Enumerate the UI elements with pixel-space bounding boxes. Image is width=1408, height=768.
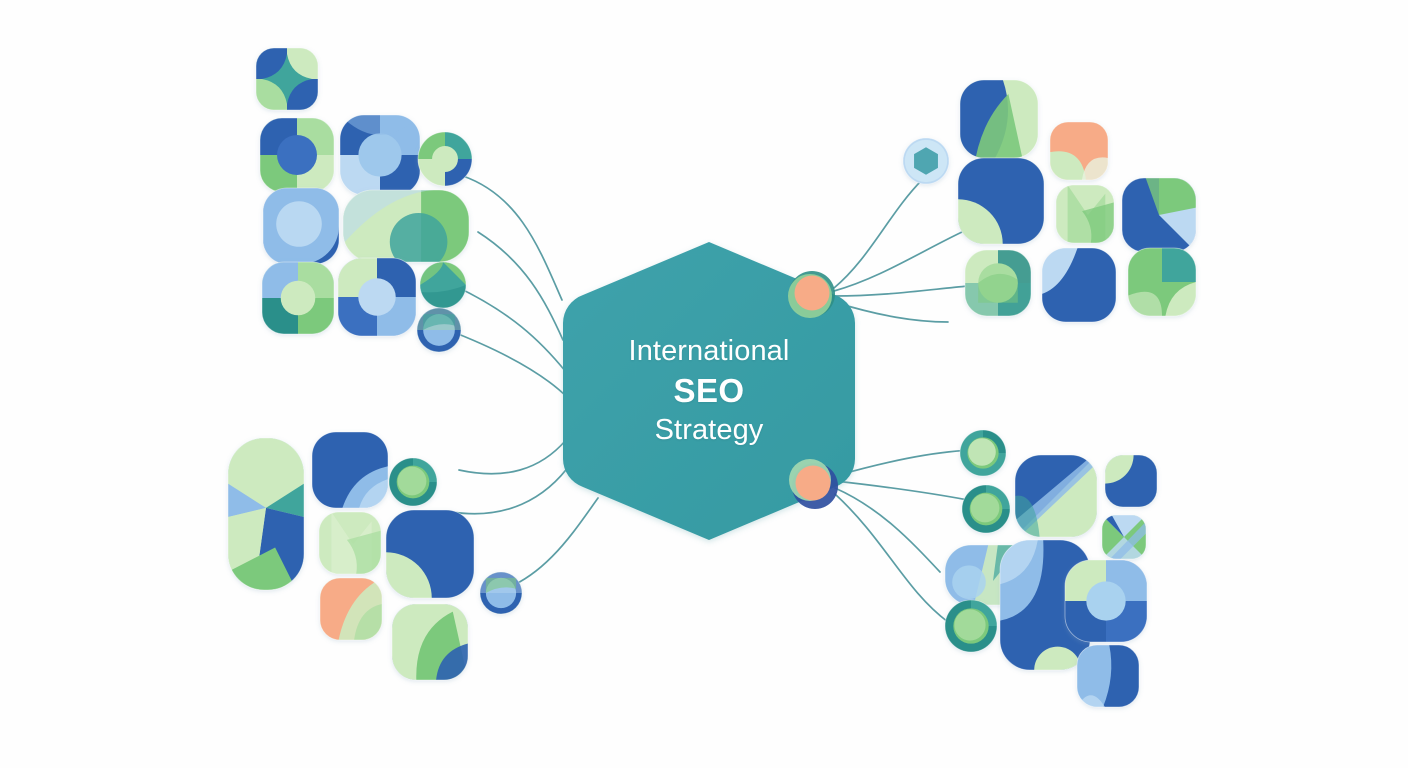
edge-bl-1 [458,439,567,475]
icon-tl-02[interactable] [259,117,335,193]
icon-bl-06-outline [385,509,475,599]
icon-tl-06[interactable] [342,189,470,271]
icon-br-03-outline [1014,454,1098,538]
icon-br-10-outline [1076,644,1140,708]
icon-bl-05[interactable] [388,457,438,507]
icon-tr-01[interactable] [902,137,950,185]
edge-tr-2 [833,231,963,292]
icon-br-10[interactable] [1076,644,1140,708]
icon-tl-01-outline [255,47,319,111]
edge-bl-2 [451,461,573,515]
icon-tl-05[interactable] [262,187,340,265]
icon-br-09[interactable] [944,599,998,653]
icon-tr-03-outline [1049,121,1109,181]
icon-bl-02[interactable] [311,431,389,509]
icon-tl-10-outline [416,307,462,353]
icon-br-07-outline [999,539,1091,671]
connector-core-tr [794,275,830,311]
icon-tr-09-outline [1127,247,1197,317]
icon-tr-02[interactable] [959,79,1039,159]
icon-tl-08[interactable] [337,257,417,337]
icon-tr-08-outline [1041,247,1117,323]
icon-tl-09[interactable] [419,261,467,309]
edge-tr-1 [833,179,923,289]
icon-br-09-outline [944,599,998,653]
icon-bl-01-outline [227,437,305,591]
hub-connector-bottom-right[interactable] [789,459,838,509]
icon-br-04[interactable] [1104,454,1158,508]
icon-tr-04-outline [957,157,1045,245]
cluster-top-right [902,79,1197,323]
edge-tl-2 [477,231,564,341]
icon-clusters [227,47,1197,708]
icon-tr-09[interactable] [1127,247,1197,317]
cluster-top-left [255,47,473,353]
icon-tl-08-outline [337,257,417,337]
icon-tl-04-outline [417,131,473,187]
icon-br-08-outline [1064,559,1148,643]
icon-br-05[interactable] [1101,514,1147,560]
edge-br-2 [834,480,969,501]
edge-tr-3 [833,285,969,297]
icon-tr-01-outline [902,137,950,185]
icon-bl-04[interactable] [319,577,383,641]
icon-bl-03-outline [318,511,382,575]
icon-bl-05-outline [388,457,438,507]
icon-br-05-outline [1101,514,1147,560]
edge-tl-3 [454,285,567,373]
icon-bl-02-outline [311,431,389,509]
icon-tl-10[interactable] [416,307,462,353]
edge-br-1 [834,449,973,477]
icon-br-01-outline [959,429,1007,477]
icon-bl-08[interactable] [479,571,523,615]
icon-tr-05[interactable] [1055,184,1115,244]
edge-br-4 [834,493,949,623]
icon-bl-01[interactable] [227,437,305,591]
icon-tr-08[interactable] [1041,247,1117,323]
edge-tl-1 [462,175,563,301]
icon-bl-07[interactable] [391,603,469,681]
icon-bl-07-outline [391,603,469,681]
hub-hexagon-shape [563,242,855,540]
icon-bl-04-outline [319,577,383,641]
icon-tl-07-outline [261,261,335,335]
icon-bl-08-outline [479,571,523,615]
icon-bl-06[interactable] [385,509,475,599]
icon-br-02[interactable] [961,484,1011,534]
edge-br-3 [834,487,941,573]
hub-connector-top-right[interactable] [788,271,835,318]
icon-tl-03[interactable] [339,114,421,196]
icon-br-03[interactable] [1014,454,1098,538]
cluster-bottom-right [944,429,1158,708]
edge-tl-4 [447,329,569,399]
icon-tl-04[interactable] [417,131,473,187]
icon-tr-03[interactable] [1049,121,1109,181]
icon-tr-04[interactable] [957,157,1045,245]
icon-tr-07-outline [964,249,1032,317]
icon-br-01[interactable] [959,429,1007,477]
cluster-bottom-left [227,431,523,681]
icon-br-08[interactable] [1064,559,1148,643]
connector-core-br [795,465,831,501]
icon-tr-05-outline [1055,184,1115,244]
icon-br-04-outline [1104,454,1158,508]
icon-br-02-outline [961,484,1011,534]
icon-tl-01[interactable] [255,47,319,111]
icon-tr-06[interactable] [1121,177,1197,253]
icon-bl-03[interactable] [318,511,382,575]
central-hub[interactable] [563,242,855,540]
icon-tr-07[interactable] [964,249,1032,317]
icon-tl-07[interactable] [261,261,335,335]
